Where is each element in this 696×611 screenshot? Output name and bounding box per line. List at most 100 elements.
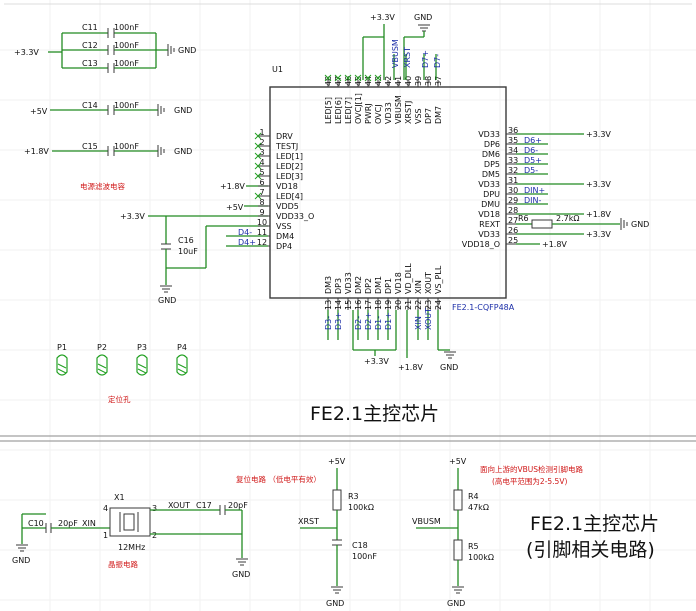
right-wiring: +3.3V +3.3V +1.8V R6 2.7kΩ GND +3.3V +1.…: [516, 130, 649, 249]
hole-ref: P4: [177, 343, 187, 352]
pin-name: OVCJ: [374, 104, 383, 124]
vbus-note-1: 面向上游的VBUS检测引脚电路: [480, 464, 584, 474]
pin-name: VD18: [478, 210, 500, 219]
pin-name: DM2: [354, 276, 363, 294]
net-label: D6-: [524, 146, 538, 155]
vcc18-label-r: +1.8V: [586, 210, 611, 219]
net-label: DIN+: [524, 186, 545, 195]
cap-c15-value: 100nF: [114, 142, 139, 151]
pin-name: VDD33_O: [276, 212, 314, 221]
pin-number: 45: [354, 76, 363, 86]
cap-c16-ref: C16: [178, 236, 194, 245]
bottom-pin-group: 13DM314DP315VD3316DM217DP218DM119DP120VD…: [324, 263, 443, 310]
net-label: D7-: [433, 54, 442, 68]
crystal-x1-body: [109, 507, 151, 537]
cap-c13-ref: C13: [82, 59, 98, 68]
pin-number: 10: [257, 218, 267, 227]
pin-name: DP5: [484, 160, 500, 169]
pin-number: 31: [508, 176, 518, 185]
cap-c13-value: 100nF: [114, 59, 139, 68]
vcc5-label-pin8: +5V: [226, 203, 244, 212]
pin-number: 39: [414, 76, 423, 86]
gnd-label-bottom: GND: [440, 363, 458, 372]
net-label: D3+: [334, 312, 343, 330]
pin-number: 5: [259, 168, 264, 177]
r4-ref: R4: [468, 492, 479, 501]
pin-name: LED[5]: [324, 97, 333, 124]
gnd-symbol-r6: [620, 218, 628, 230]
cap-c14-value: 100nF: [114, 101, 139, 110]
pin-name: XIN: [414, 280, 423, 294]
gnd-label-reset: GND: [326, 599, 344, 608]
crystal-pin1: 1: [103, 531, 108, 540]
pin-number: 42: [384, 76, 393, 86]
pin-number: 17: [364, 300, 373, 310]
pin-number: 20: [394, 300, 403, 310]
pin-number: 15: [344, 300, 353, 310]
net-label: DIN-: [524, 196, 542, 205]
pin-name: VD33: [478, 130, 500, 139]
vcc33-label-bottom: +3.3V: [364, 357, 389, 366]
pin-name: VD_DLL: [404, 263, 413, 294]
pin-number: 25: [508, 236, 518, 245]
gnd-label-x1a: GND: [12, 556, 30, 565]
pin-name: VD33: [478, 230, 500, 239]
cap-c18-ref: C18: [352, 541, 368, 550]
pin-name: LED[4]: [276, 192, 303, 201]
mounting-hole: [56, 354, 68, 376]
gnd-symbol-bottom: [444, 351, 456, 359]
pin-number: 33: [508, 156, 518, 165]
net-label: D4+: [238, 238, 256, 247]
pin-name: VDD5: [276, 202, 299, 211]
pin-name: DM3: [324, 276, 333, 294]
pin-number: 37: [434, 76, 443, 86]
pin-name: VSS: [414, 108, 423, 124]
net-label: D2+: [364, 312, 373, 330]
vbus-note-2: (高电平范围为2-5.5V): [492, 476, 567, 486]
pin-name: DP3: [334, 278, 343, 294]
pin-number: 28: [508, 206, 518, 215]
pin-number: 30: [508, 186, 518, 195]
cap-c11-value: 100nF: [114, 23, 139, 32]
pin-number: 7: [259, 188, 264, 197]
pin-number: 21: [404, 300, 413, 310]
pin-name: DP2: [364, 278, 373, 294]
vcc18-label-filter: +1.8V: [24, 147, 49, 156]
pin-name: OVCJ[1]: [354, 93, 363, 124]
vbus-detect-circuit: 面向上游的VBUS检测引脚电路 (高电平范围为2-5.5V) +5V R4 47…: [412, 457, 584, 608]
pin-name: VD18: [394, 272, 403, 294]
gnd-label-2: GND: [174, 106, 192, 115]
net-label: XIN: [414, 316, 423, 330]
no-connect-marks: [254, 74, 382, 200]
net-label: VBUSM: [391, 39, 400, 68]
r3-ref: R3: [348, 492, 359, 501]
pin-number: 26: [508, 226, 518, 235]
net-label: D4-: [238, 228, 252, 237]
cap-c12-value: 100nF: [114, 41, 139, 50]
vcc33-label-r1: +3.3V: [586, 130, 611, 139]
crystal-circuit: C10 20pF XIN X1 12MHz 4 3 1 2 XOUT C17 2…: [12, 493, 250, 579]
pin-number: 36: [508, 126, 518, 135]
pin-name: DMU: [481, 200, 500, 209]
crystal-note: 晶振电路: [108, 559, 138, 569]
cap-c17-ref: C17: [196, 501, 212, 510]
hole-ref: P1: [57, 343, 67, 352]
cap-c16-value: 10uF: [178, 247, 198, 256]
filter-capacitors: +3.3V C11 100nF C12 100nF C13 100nF GND …: [14, 23, 196, 191]
mounting-hole: [136, 354, 148, 376]
resistor-r6: [531, 219, 553, 229]
pin-number: 32: [508, 166, 518, 175]
pin-name: DM7: [434, 106, 443, 124]
pin-number: 46: [344, 76, 353, 86]
pin-number: 11: [257, 228, 267, 237]
sub-title-line2: (引脚相关电路): [526, 539, 655, 561]
pin-number: 40: [404, 76, 413, 86]
crystal-pin2: 2: [152, 531, 157, 540]
net-label: XOUT: [424, 308, 433, 330]
vcc5-label-reset: +5V: [328, 457, 346, 466]
